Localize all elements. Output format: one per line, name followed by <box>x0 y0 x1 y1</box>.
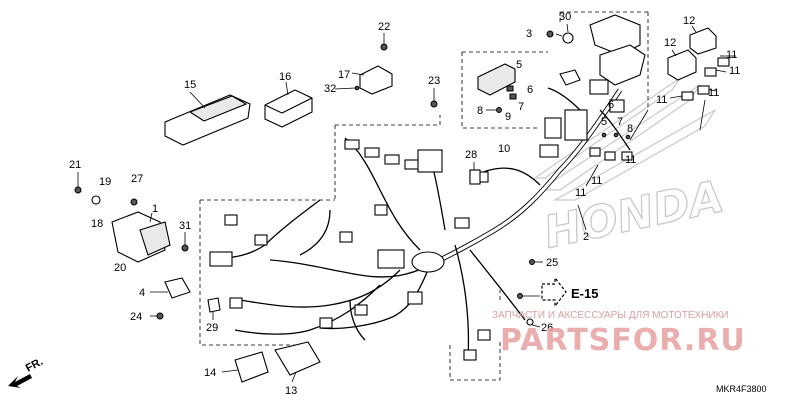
bolts-25-26 <box>517 259 543 328</box>
callout-30: 30 <box>559 11 571 23</box>
leader-lines <box>523 23 736 297</box>
callout-9: 9 <box>505 111 511 123</box>
callout-labels: 1 2 3 4 5 5 6 6 7 7 8 8 9 10 11 11 11 11… <box>69 11 740 397</box>
callout-5b: 5 <box>601 116 607 128</box>
callout-5: 5 <box>516 59 522 71</box>
callout-11b: 11 <box>729 65 740 77</box>
callout-15: 15 <box>184 79 196 91</box>
callout-6: 6 <box>527 84 533 96</box>
part-28-connector <box>469 162 481 185</box>
callout-22: 22 <box>378 21 390 33</box>
callout-11g: 11 <box>575 187 586 199</box>
callout-8b: 8 <box>627 123 633 135</box>
callout-23: 23 <box>428 75 440 87</box>
callout-2: 2 <box>583 231 589 243</box>
relay-group-left <box>74 172 191 320</box>
diagram-code: MKR4F3800 <box>716 384 767 394</box>
callout-20: 20 <box>114 262 126 274</box>
callout-32: 32 <box>324 83 336 95</box>
callout-1: 1 <box>152 203 158 215</box>
callout-6b: 6 <box>608 99 614 111</box>
part-15-ecu <box>164 91 251 146</box>
callout-21: 21 <box>69 159 81 171</box>
part-17-bracket <box>334 33 393 95</box>
callout-12a: 12 <box>683 15 695 27</box>
callout-3: 3 <box>526 28 532 40</box>
main-harness <box>219 87 631 361</box>
callout-29: 29 <box>206 322 218 334</box>
callout-4: 4 <box>139 287 145 299</box>
callout-7: 7 <box>518 101 524 113</box>
fuse-box-group <box>477 63 581 113</box>
callout-17: 17 <box>338 69 350 81</box>
callout-24: 24 <box>130 311 142 323</box>
callout-26: 26 <box>541 322 553 334</box>
callout-11c: 11 <box>656 94 667 106</box>
watermark-tagline: ЗАПЧАСТИ И АКСЕССУАРЫ ДЛЯ МОТОТЕХНИКИ <box>492 310 729 321</box>
callout-8: 8 <box>477 105 483 117</box>
callout-11e: 11 <box>591 175 602 187</box>
boundary-lines <box>199 11 649 381</box>
callout-11a: 11 <box>726 49 737 61</box>
part-23-bolt <box>430 88 438 108</box>
front-direction-label: FR. <box>24 356 45 375</box>
callout-14: 14 <box>204 367 216 379</box>
watermark-brand: PARTSFOR.RU <box>500 323 746 358</box>
callout-31: 31 <box>179 220 191 232</box>
front-direction-arrow: FR. <box>8 356 45 388</box>
callout-13: 13 <box>285 385 297 397</box>
callout-12b: 12 <box>664 37 676 49</box>
callout-18: 18 <box>91 218 103 230</box>
watermark: ЗАПЧАСТИ И АКСЕССУАРЫ ДЛЯ МОТОТЕХНИКИ PA… <box>492 310 746 358</box>
e15-reference-text: E-15 <box>571 286 598 301</box>
callout-11f: 11 <box>625 154 636 166</box>
connector-block-top <box>546 14 730 101</box>
part-16-module <box>264 81 313 128</box>
callout-27: 27 <box>131 173 143 185</box>
callout-11d: 11 <box>708 87 719 99</box>
callout-7b: 7 <box>617 116 623 128</box>
callout-25: 25 <box>546 257 558 269</box>
e15-reference-arrow: E-15 <box>541 276 598 308</box>
part-13-14-covers <box>221 341 321 383</box>
callout-28: 28 <box>465 149 477 161</box>
callout-10: 10 <box>498 143 510 155</box>
callout-19: 19 <box>99 176 111 188</box>
callout-16: 16 <box>279 71 291 83</box>
part-29-clip <box>207 297 221 320</box>
